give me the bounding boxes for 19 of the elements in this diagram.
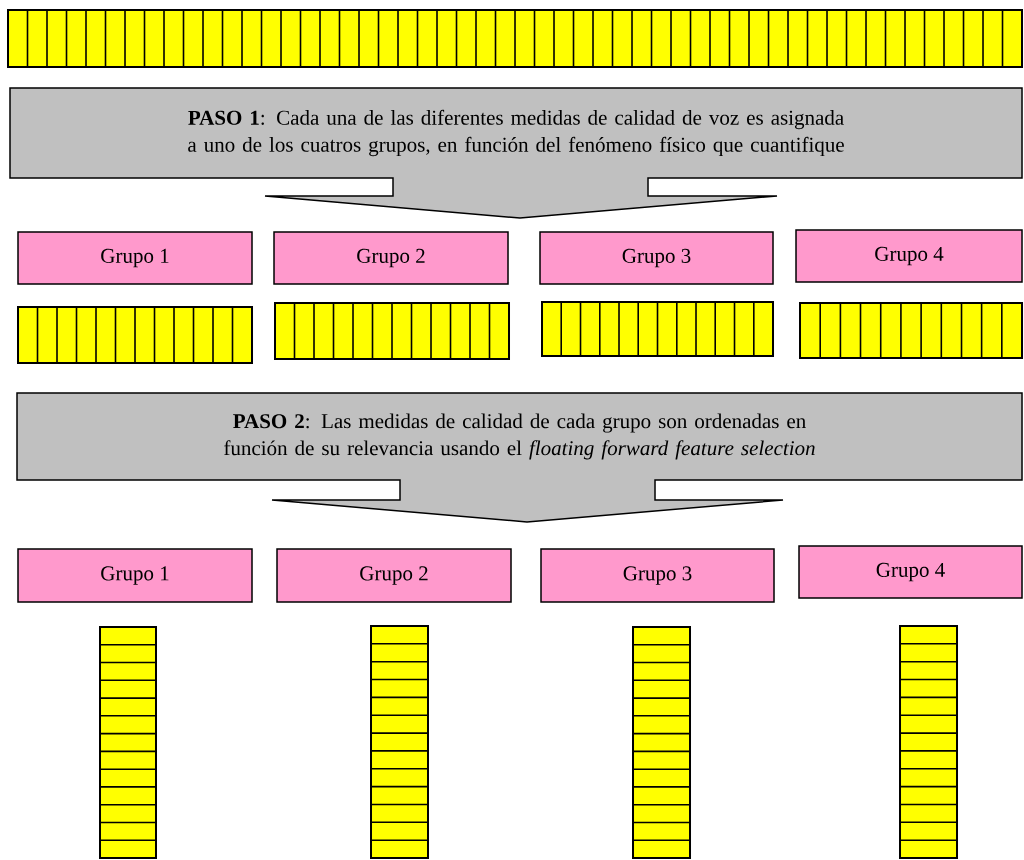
striped-bar [899,625,958,859]
striped-bar [17,306,253,364]
striped-bar [632,626,691,859]
group-box: Grupo 2 [273,231,509,285]
group-box: Grupo 1 [17,548,253,603]
group-box: Grupo 4 [798,545,1023,599]
group-box: Grupo 1 [17,231,253,285]
striped-bar [541,301,774,357]
step-callout: PASO 1: Cada una de las diferentes medidas de calidad de voz es asignada a uno de los cuatros grupos, en función del fenómeno físico que cuantifique [9,87,1023,219]
group-box: Grupo 3 [540,548,775,603]
striped-bar [274,302,510,360]
striped-bar [7,9,1023,68]
step-callout: PASO 2: Las medidas de calidad de cada grupo son ordenadas en función de su relevancia usando el floating forward feature selection [16,392,1023,523]
striped-bar [99,626,157,859]
striped-bar [370,625,429,859]
striped-bar [799,302,1023,359]
group-box: Grupo 3 [539,231,774,285]
group-box: Grupo 2 [276,548,512,603]
group-box: Grupo 4 [795,229,1023,283]
